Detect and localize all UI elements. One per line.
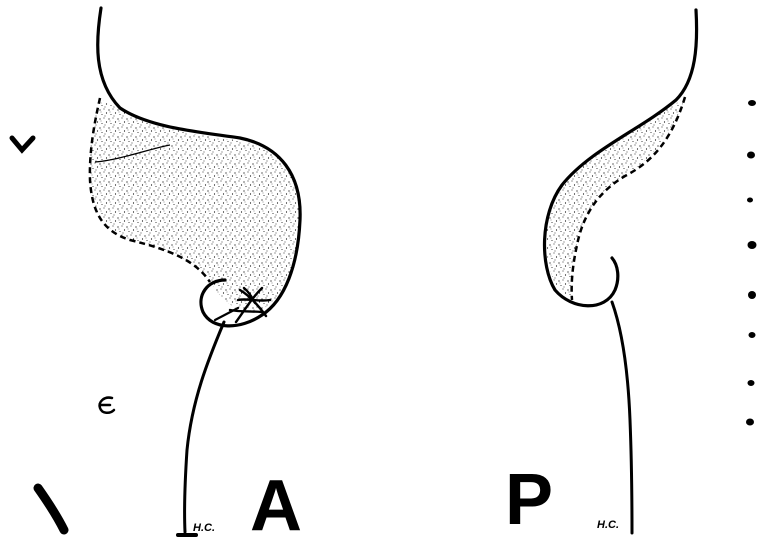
right-edge-dots — [746, 100, 757, 426]
panel-label-a: A — [250, 470, 302, 542]
thread-a — [185, 322, 224, 532]
artist-initials-a: H.C. — [193, 523, 215, 534]
artist-initials-p: H.C. — [597, 520, 619, 531]
diagram-a — [90, 8, 300, 535]
diagram-p — [545, 10, 697, 533]
mark-epsilon — [100, 398, 114, 413]
thread-p — [612, 302, 632, 533]
mark-v — [12, 138, 33, 150]
panel-label-p: P — [505, 464, 553, 536]
mark-slash — [38, 488, 64, 530]
tick-mark-a — [215, 308, 238, 320]
